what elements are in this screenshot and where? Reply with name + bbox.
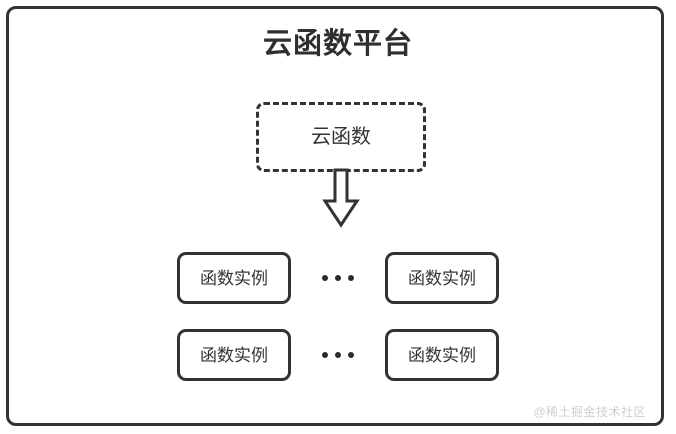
watermark: @稀土掘金技术社区 bbox=[533, 405, 646, 419]
ellipsis-dot bbox=[335, 352, 341, 358]
function-instance-label: 函数实例 bbox=[200, 268, 268, 288]
ellipsis-dot bbox=[322, 352, 328, 358]
function-instance-box: 函数实例 bbox=[385, 252, 499, 304]
function-instance-label: 函数实例 bbox=[408, 345, 476, 365]
function-instance-box: 函数实例 bbox=[385, 329, 499, 381]
instance-row-2: 函数实例 函数实例 bbox=[0, 329, 676, 381]
down-arrow-icon bbox=[318, 168, 364, 228]
function-instance-label: 函数实例 bbox=[200, 345, 268, 365]
ellipsis-icon bbox=[291, 252, 385, 304]
cloud-function-label: 云函数 bbox=[311, 126, 371, 148]
ellipsis-dot bbox=[322, 275, 328, 281]
ellipsis-dot bbox=[348, 352, 354, 358]
cloud-function-node: 云函数 bbox=[256, 102, 426, 172]
function-instance-label: 函数实例 bbox=[408, 268, 476, 288]
ellipsis-dot bbox=[335, 275, 341, 281]
ellipsis-icon bbox=[291, 329, 385, 381]
instance-row-1: 函数实例 函数实例 bbox=[0, 252, 676, 304]
ellipsis-dot bbox=[348, 275, 354, 281]
function-instance-box: 函数实例 bbox=[177, 252, 291, 304]
function-instance-box: 函数实例 bbox=[177, 329, 291, 381]
page-title: 云函数平台 bbox=[262, 28, 413, 60]
